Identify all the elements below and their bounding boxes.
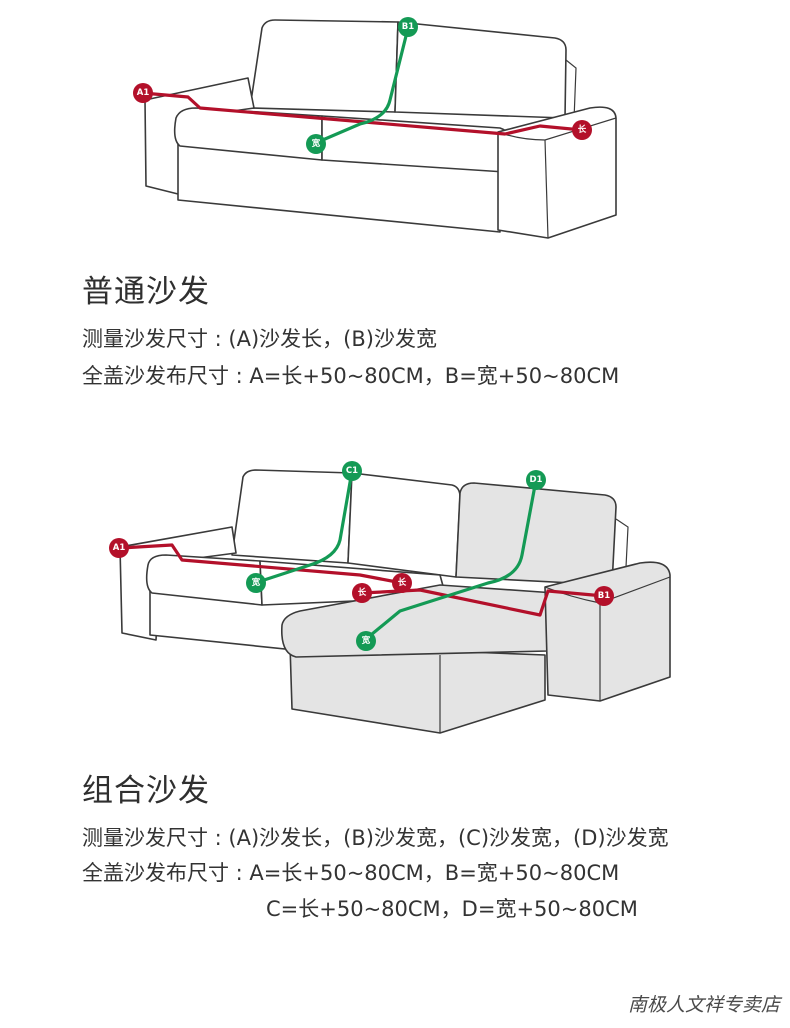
svg-text:长: 长 (578, 124, 587, 135)
width-line-c (256, 469, 354, 584)
back-cushion-right (455, 482, 617, 586)
svg-text:宽: 宽 (311, 138, 321, 149)
chaise-base (289, 644, 546, 734)
marker-d1: D1 (526, 470, 546, 490)
sectional-sofa-illustration: A1 C1 D1 长 长 B1 宽 宽 (109, 461, 671, 734)
back-cushion-right (394, 21, 567, 119)
section2-cover-line-2: C=长+50~80CM，D=宽+50~80CM (266, 897, 638, 921)
svg-text:C1: C1 (346, 466, 358, 476)
svg-text:长: 长 (358, 587, 367, 598)
svg-text:长: 长 (398, 577, 407, 588)
section2-measure-line: 测量沙发尺寸 : (A)沙发长，(B)沙发宽，(C)沙发宽，(D)沙发宽 (82, 826, 669, 850)
marker-a1: A1 (133, 83, 153, 103)
marker-a1: A1 (109, 538, 129, 558)
marker-width: 宽 (306, 134, 326, 154)
width-line (316, 26, 410, 144)
width-line-d (364, 478, 538, 641)
right-arm (544, 561, 671, 702)
back-cushion-left (231, 469, 353, 564)
length-line-a (118, 543, 404, 585)
section2-cover-line: 全盖沙发布尺寸 : A=长+50~80CM，B=宽+50~80CM (82, 861, 620, 885)
marker-b1: B1 (398, 17, 418, 37)
back-cushion-left (249, 19, 399, 113)
svg-text:A1: A1 (137, 88, 150, 98)
standard-sofa-illustration: A1 B1 长 宽 (133, 17, 617, 239)
section1-cover-line: 全盖沙发布尺寸 : A=长+50~80CM，B=宽+50~80CM (82, 364, 620, 388)
store-watermark: 南极人文祥专卖店 (627, 994, 780, 1016)
marker-c1: C1 (342, 461, 362, 481)
svg-text:宽: 宽 (251, 577, 261, 588)
marker-b1: B1 (594, 586, 614, 606)
svg-text:B1: B1 (598, 591, 610, 601)
marker-length-chaise: 长 (352, 583, 372, 603)
marker-length: 长 (572, 120, 592, 140)
section2-title: 组合沙发 (82, 773, 210, 809)
section1-title: 普通沙发 (82, 274, 210, 310)
length-line (141, 91, 584, 136)
section1-measure-line: 测量沙发尺寸 : (A)沙发长，(B)沙发宽 (82, 327, 437, 351)
svg-text:宽: 宽 (361, 635, 371, 646)
standard-sofa-diagram: A1 B1 长 宽 (0, 0, 790, 250)
marker-width-chaise: 宽 (356, 631, 376, 651)
svg-text:A1: A1 (113, 543, 126, 553)
back-cushion-middle (347, 472, 461, 578)
marker-width-left: 宽 (246, 573, 266, 593)
svg-text:D1: D1 (530, 475, 543, 485)
right-arm (497, 106, 617, 239)
sectional-sofa-diagram: A1 C1 D1 长 长 B1 宽 宽 (0, 455, 790, 755)
svg-text:B1: B1 (402, 22, 414, 32)
marker-length-left: 长 (392, 573, 412, 593)
